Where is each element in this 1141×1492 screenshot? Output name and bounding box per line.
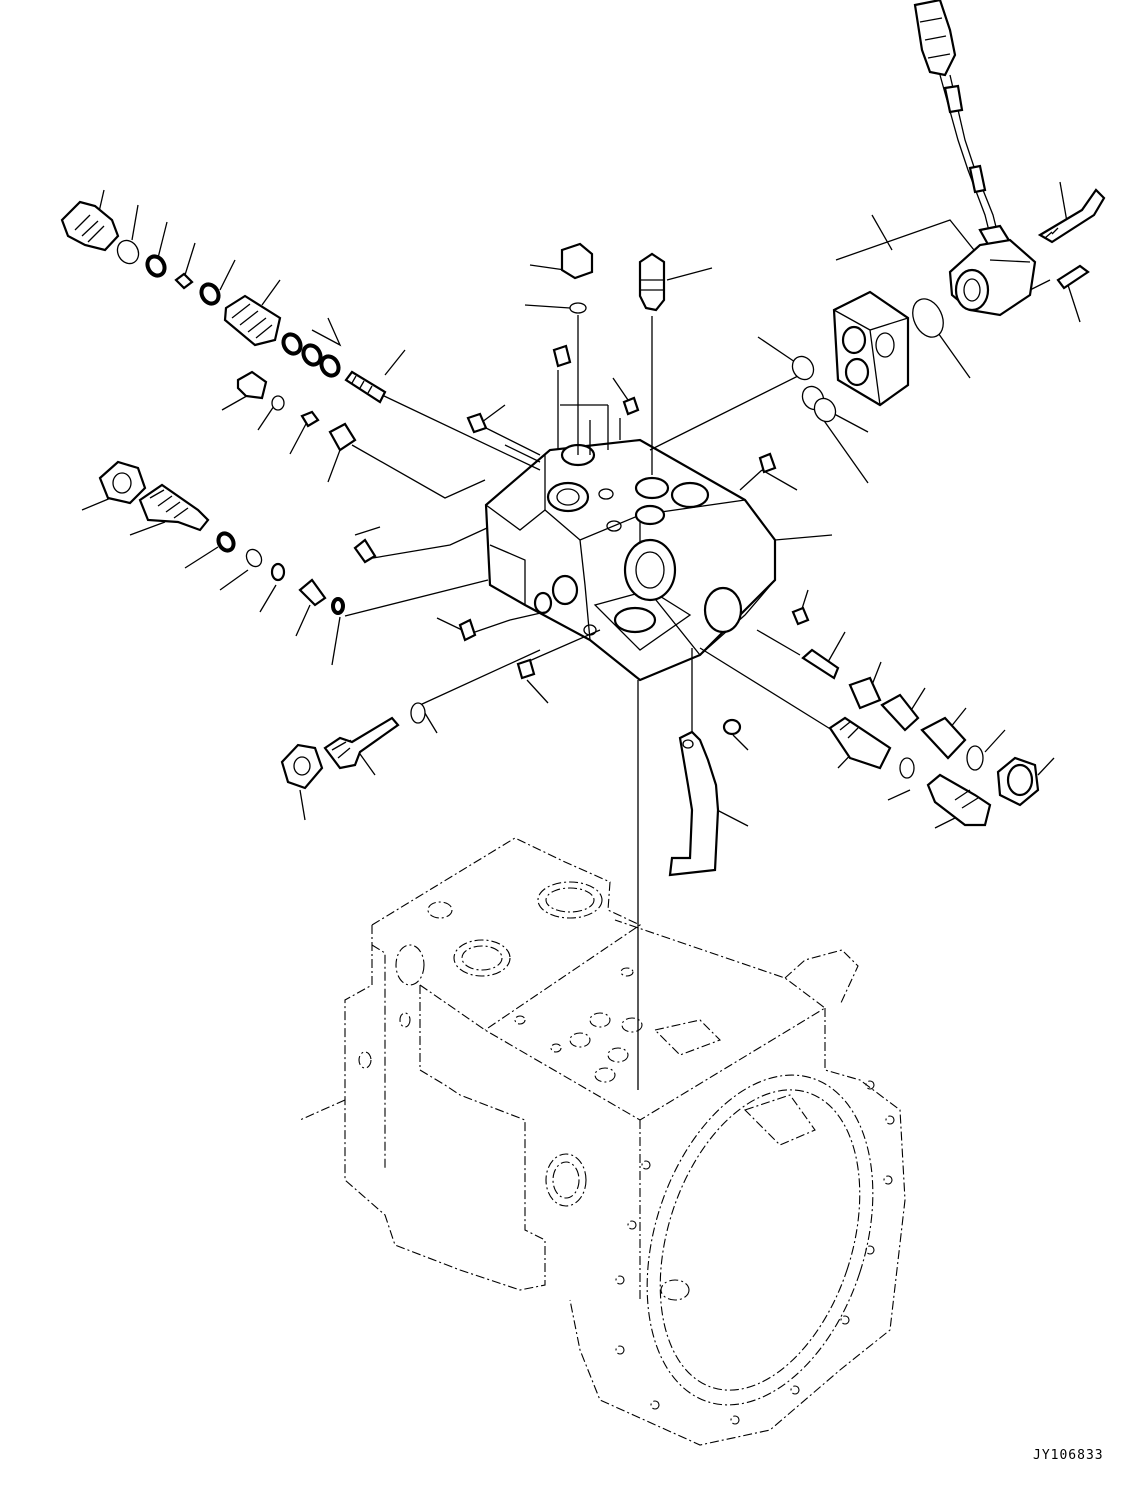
drawing-reference-code: JY106833 [1033, 1448, 1104, 1463]
leader-lines [81, 181, 1081, 1090]
control-valve-block [484, 438, 777, 682]
lower-left-spool [280, 702, 426, 790]
middle-left-small-parts [236, 370, 488, 564]
solenoid-mount-block [758, 290, 910, 474]
pump-case [299, 837, 906, 1446]
top-center-fittings [552, 242, 666, 416]
upper-left-spool-parts [60, 200, 387, 404]
solenoid-assembly [912, 0, 1106, 338]
bracket [668, 730, 720, 877]
block-small-fittings [458, 618, 536, 680]
right-side-parts [722, 606, 1040, 827]
left-relief-parts [98, 460, 345, 615]
